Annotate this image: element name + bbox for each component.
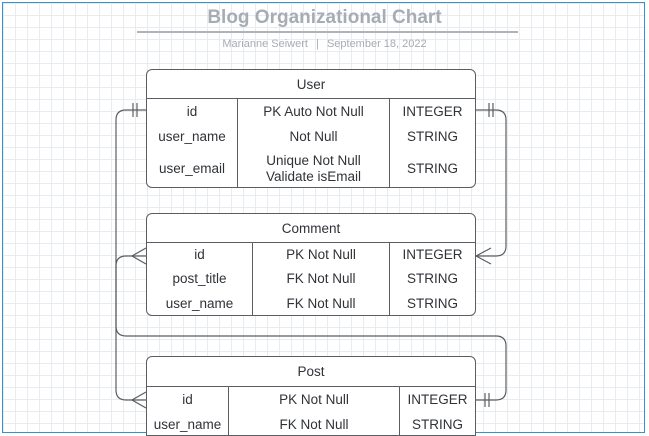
post-constraint-column: PK Not Null FK Not Null — [228, 387, 399, 435]
entity-title-comment: Comment — [281, 220, 341, 236]
title-underline — [137, 31, 518, 33]
comment-constraint-id: PK Not Null — [286, 247, 356, 263]
user-field-id: id — [186, 103, 198, 119]
entity-user[interactable]: User id user_name user_email PK Auto Not… — [146, 69, 476, 188]
user-email-constraint-line-1: Unique Not Null — [266, 153, 361, 169]
comment-field-column: id post_title user_name — [147, 243, 252, 315]
user-type-user-name: STRING — [406, 129, 458, 145]
diagram-date: September 18, 2022 — [326, 38, 427, 50]
user-field-column: id user_name user_email — [147, 99, 237, 187]
post-constraint-id: PK Not Null — [279, 391, 349, 407]
comment-constraint-post-title: FK Not Null — [286, 271, 356, 287]
user-type-column: INTEGER STRING STRING — [389, 99, 475, 187]
post-field-user-name: user_name — [153, 416, 222, 432]
comment-type-column: INTEGER STRING STRING — [389, 243, 475, 315]
post-field-column: id user_name — [147, 387, 228, 435]
user-constraint-column: PK Auto Not Null Not Null Unique Not Nul… — [237, 99, 389, 187]
relationship-lines — [115, 103, 507, 409]
post-type-user-name: STRING — [411, 416, 463, 432]
many-marker-post-left — [130, 391, 147, 409]
entity-post[interactable]: Post id user_name PK Not Null FK Not Nul… — [146, 356, 476, 436]
connector-comment-post — [115, 255, 507, 401]
many-marker-comment-left — [130, 247, 147, 265]
comment-type-post-title: STRING — [406, 271, 458, 287]
entity-comment[interactable]: Comment id post_title user_name PK Not N… — [146, 213, 476, 316]
post-constraint-user-name: FK Not Null — [279, 416, 349, 432]
diagram-title: Blog Organizational Chart — [207, 7, 442, 28]
user-constraint-user-email: Unique Not Null Validate isEmail — [238, 151, 389, 187]
user-constraint-id: PK Auto Not Null — [263, 103, 364, 119]
comment-type-user-name: STRING — [406, 295, 458, 311]
entity-header-user: User — [147, 70, 475, 99]
comment-constraint-user-name: FK Not Null — [286, 295, 356, 311]
post-type-id: INTEGER — [407, 391, 468, 407]
user-email-constraint-line-2: Validate isEmail — [265, 169, 362, 185]
entity-header-post: Post — [147, 357, 475, 387]
comment-constraint-column: PK Not Null FK Not Null FK Not Null — [252, 243, 389, 315]
user-field-user-email: user_email — [158, 161, 226, 177]
entity-header-comment: Comment — [147, 214, 475, 243]
post-type-column: INTEGER STRING — [399, 387, 475, 435]
diagram-subtitle: Marianne Seiwert | September 18, 2022 — [0, 38, 649, 50]
entity-title-user: User — [296, 76, 326, 92]
subtitle-separator: | — [316, 38, 319, 50]
connector-user-comment — [476, 109, 507, 257]
comment-field-user-name: user_name — [165, 295, 234, 311]
user-type-id: INTEGER — [402, 103, 463, 119]
connector-user-post — [115, 109, 146, 401]
comment-field-id: id — [194, 247, 205, 263]
post-field-id: id — [182, 391, 193, 407]
user-constraint-user-name: Not Null — [289, 129, 338, 145]
comment-type-id: INTEGER — [402, 247, 463, 263]
entity-title-post: Post — [297, 364, 325, 379]
user-type-user-email: STRING — [406, 161, 458, 177]
many-marker-comment-right — [475, 247, 492, 265]
author-name: Marianne Seiwert — [222, 38, 308, 50]
user-field-user-name: user_name — [158, 129, 226, 145]
comment-field-post-title: post_title — [172, 271, 227, 287]
